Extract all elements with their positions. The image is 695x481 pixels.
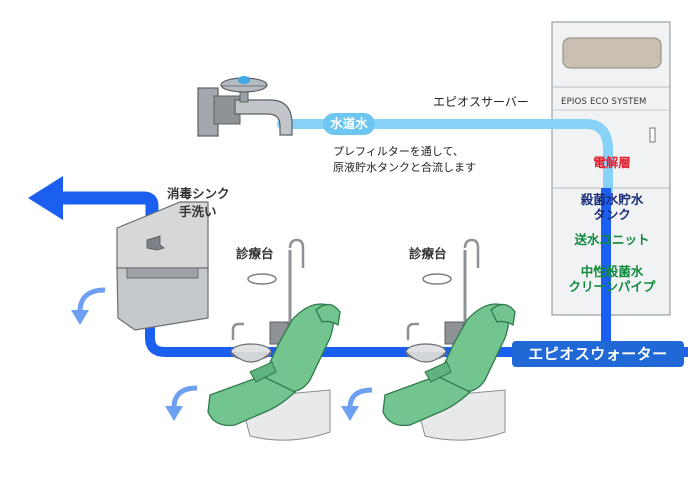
stage-electrolysis: 電解層 bbox=[593, 155, 631, 170]
dental-chair-icon bbox=[382, 238, 516, 441]
unit-label-1: 診療台 bbox=[236, 246, 274, 261]
sink-label-line1: 消毒シンク bbox=[167, 186, 230, 201]
flow-arrow-icon bbox=[28, 176, 159, 222]
drain-arrow-icon bbox=[171, 385, 198, 409]
drain-arrow-icon bbox=[165, 406, 183, 421]
faucet-icon bbox=[197, 76, 293, 137]
server-name-label: エピオスサーバー bbox=[433, 95, 529, 109]
stage-pump-unit: 送水ユニット bbox=[574, 232, 650, 247]
dental-chair-icon bbox=[207, 238, 341, 441]
sink-label-line2: 手洗い bbox=[179, 204, 217, 219]
unit-label-2: 診療台 bbox=[409, 246, 447, 261]
prefilter-note-line1: プレフィルターを通して、 bbox=[333, 145, 464, 158]
stage-clean-pipe-line1: 中性殺菌水 bbox=[580, 264, 644, 279]
drain-arrow-icon bbox=[71, 310, 89, 325]
tap-water-tag: 水道水 bbox=[323, 113, 375, 135]
server-system-name: EPIOS ECO SYSTEM bbox=[561, 97, 647, 107]
epios-water-tag: エピオスウォーター bbox=[512, 341, 684, 367]
stage-storage-line1: 殺菌水貯水 bbox=[580, 192, 644, 207]
tap-water-pipe bbox=[277, 119, 613, 195]
stage-clean-pipe-line2: クリーンパイプ bbox=[568, 279, 656, 294]
drain-arrow-icon bbox=[77, 287, 106, 313]
epios-water-pipe bbox=[145, 188, 611, 357]
sink-icon bbox=[116, 201, 209, 331]
stage-storage-line2: タンク bbox=[593, 207, 631, 222]
prefilter-note-line2: 原液貯水タンクと合流します bbox=[333, 161, 476, 174]
drain-arrow-icon bbox=[347, 387, 373, 409]
drain-arrow-icon bbox=[341, 406, 359, 421]
